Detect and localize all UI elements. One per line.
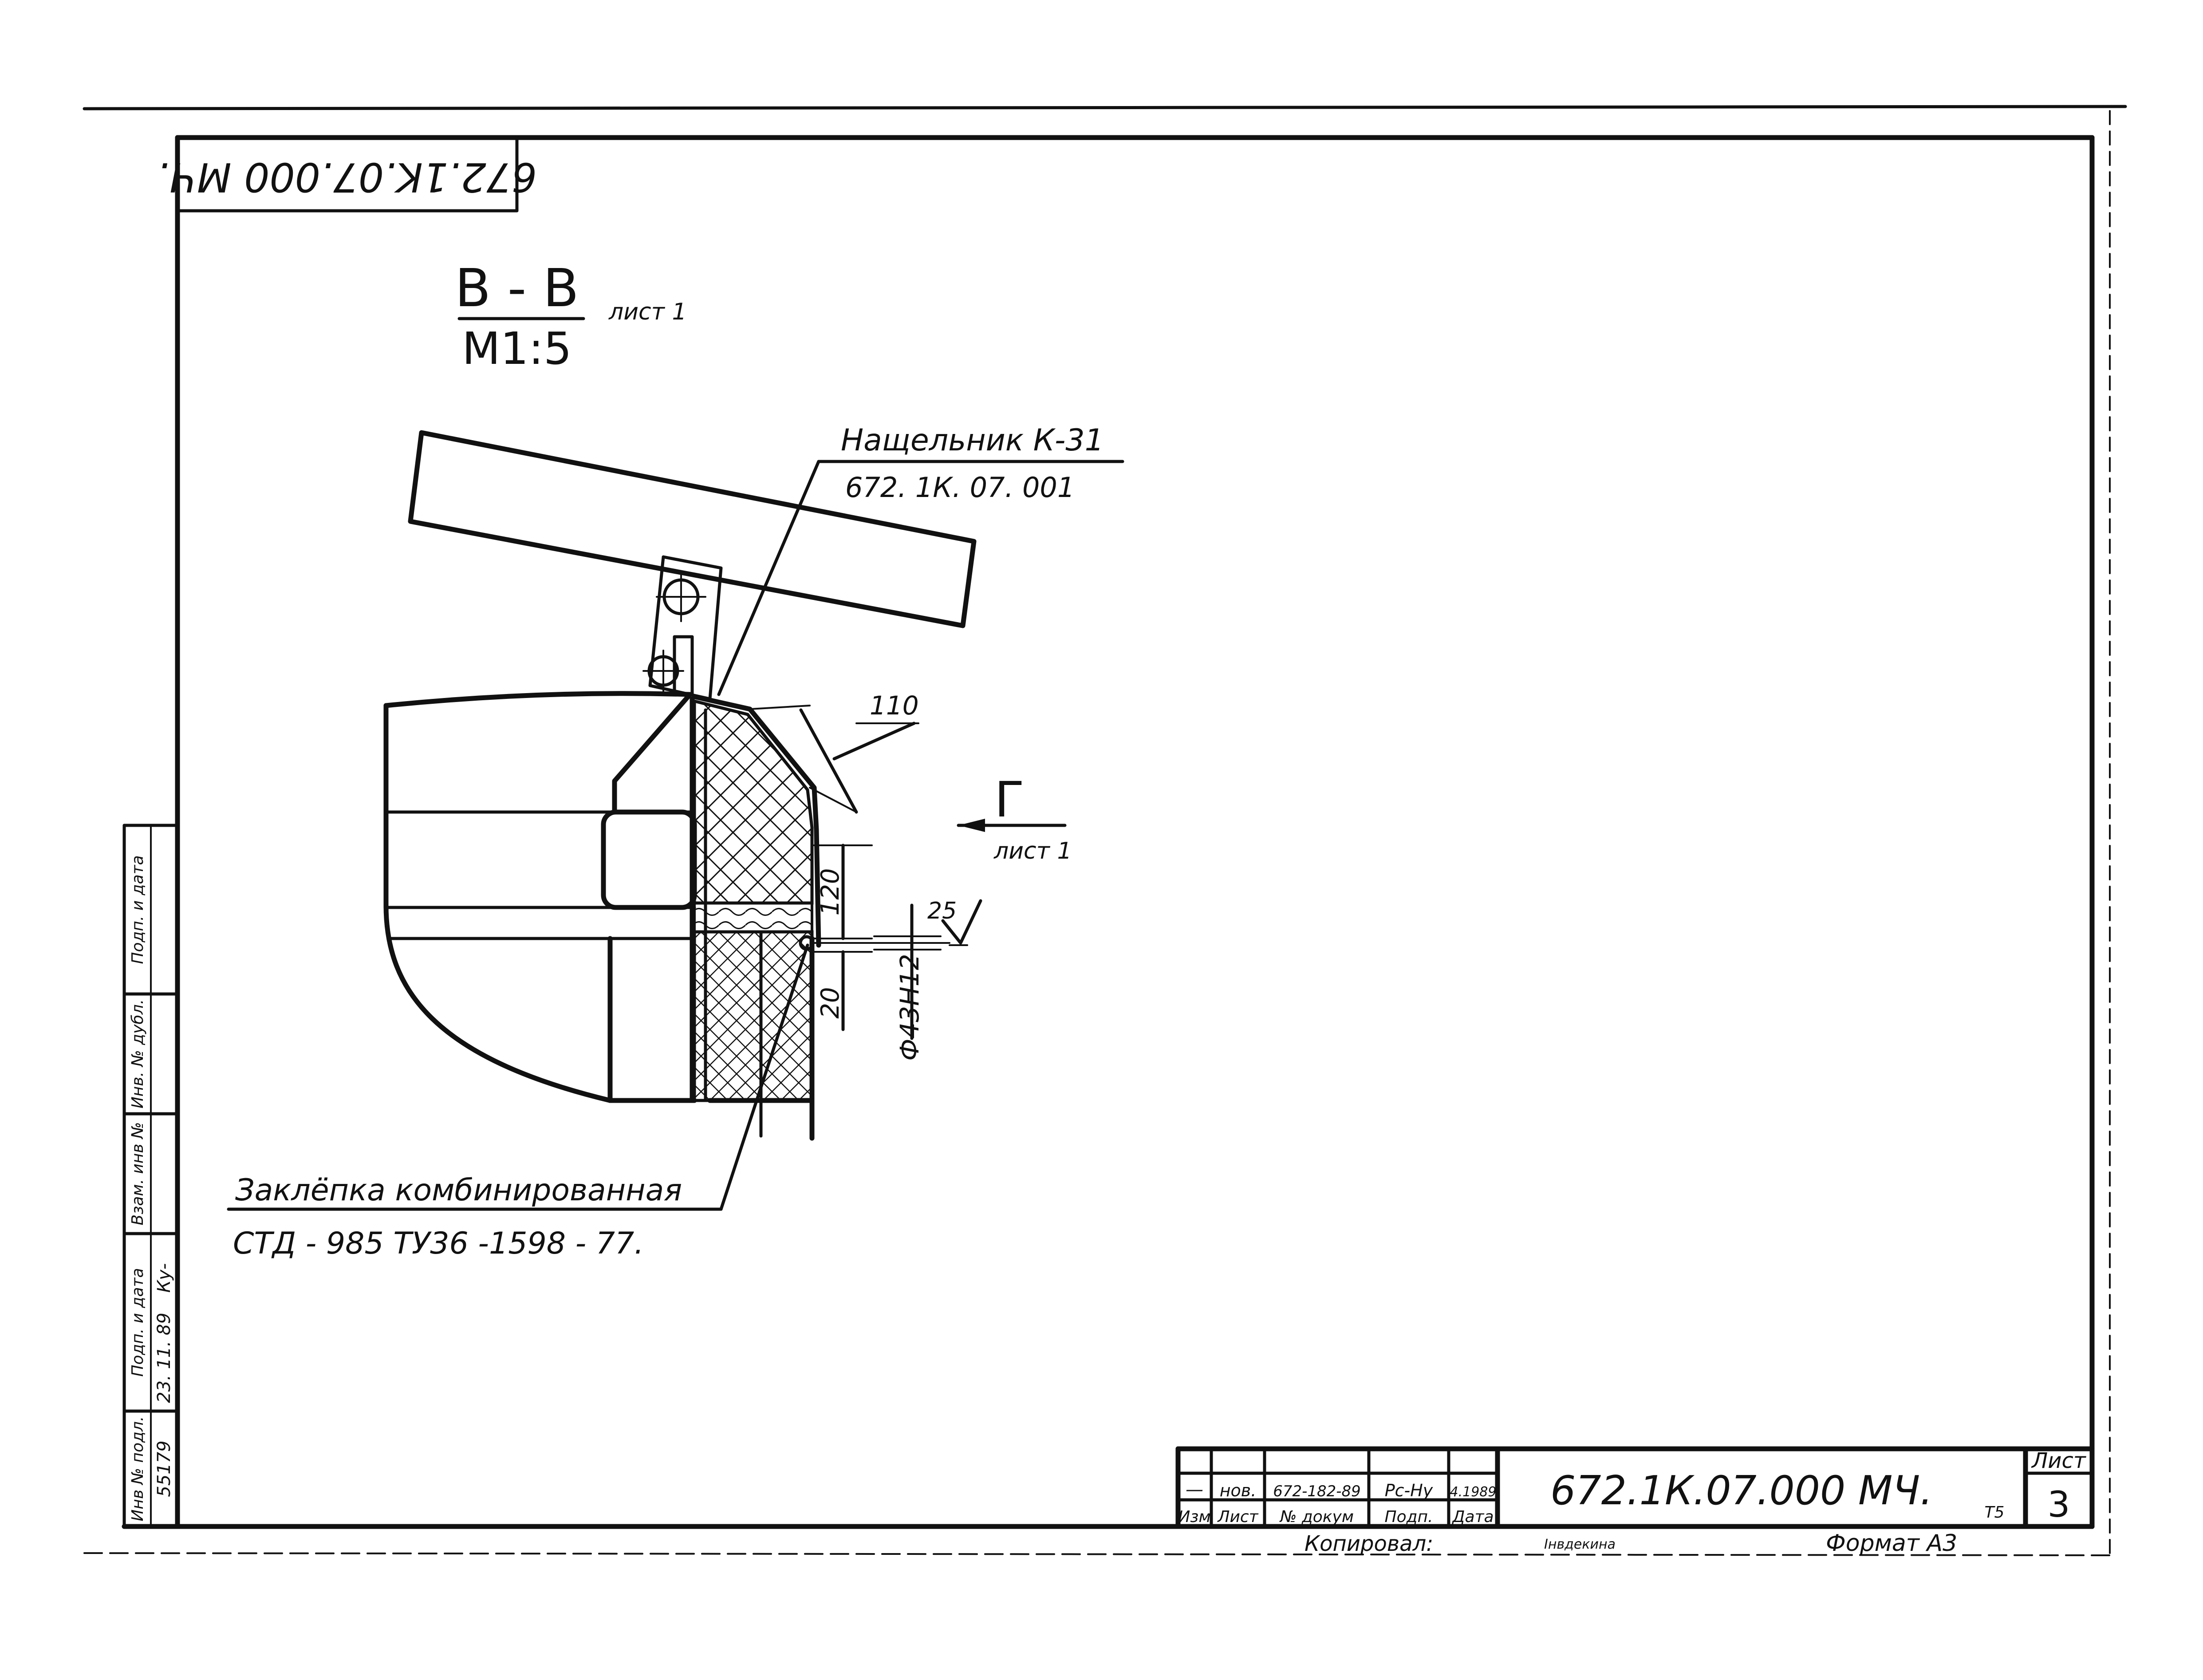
bracket [642, 555, 723, 701]
section-sheet-ref: лист 1 [608, 299, 687, 325]
dim-110: 110 [870, 690, 919, 721]
corner-stamp-code: 672.1K.07.000 МЧ. [157, 154, 537, 200]
rev-doc: 672-182-89 [1273, 1483, 1361, 1500]
callout-top: Нащельник К-31 672. 1К. 07. 001 [717, 423, 1124, 696]
callout-top-code: 672. 1К. 07. 001 [845, 471, 1075, 504]
dim-120: 120 [816, 868, 845, 916]
main-body [383, 691, 697, 1103]
upper-beam [408, 430, 977, 628]
section-scale: М1:5 [462, 323, 571, 375]
rev-sign: Рс-Ну [1385, 1481, 1433, 1500]
strip-value-signature: Ку- [154, 1263, 174, 1293]
title-block-small-mark: Т5 [1985, 1503, 2005, 1522]
strip-header-5: Подп. и дата [129, 855, 147, 964]
rev-date: 4.1989 [1450, 1484, 1497, 1500]
strip-header-1: Инв № подл. [129, 1416, 147, 1522]
view-marker-sheet-ref: лист 1 [993, 838, 1072, 864]
strip-header-3: Взам. инв № [129, 1122, 147, 1226]
callout-bottom-code: СТД - 985 ТУ36 -1598 - 77. [233, 1226, 644, 1261]
title-block-format: Формат А3 [1826, 1530, 1957, 1557]
dim-diameter: Ф43Н12 [895, 954, 925, 1061]
hdr-date: Дата [1451, 1508, 1494, 1526]
strip-header-4: Инв. № дубл. [129, 999, 147, 1108]
dim-20: 20 [816, 987, 845, 1018]
hdr-change: Изм [1178, 1508, 1210, 1526]
title-block-sheet-number: 3 [2048, 1484, 2070, 1525]
strip-header-2: Подп. и дата [129, 1268, 147, 1376]
view-marker: Г лист 1 [957, 771, 1072, 864]
callout-top-name: Нащельник К-31 [841, 423, 1104, 458]
title-block-sheet-label: Лист [2031, 1448, 2087, 1473]
seal-assembly [690, 694, 950, 1141]
title-block-code: 672.1К.07.000 МЧ. [1550, 1467, 1933, 1514]
title-block-copied: Копировал: [1304, 1531, 1433, 1556]
corner-stamp: 672.1K.07.000 МЧ. [157, 136, 537, 213]
hdr-sheet: Лист [1217, 1508, 1258, 1526]
sheet-frame [83, 105, 2127, 1558]
strip-value-inv: 55179 [154, 1440, 174, 1497]
dimensions: 110 120 20 Ф43Н12 25 [749, 690, 982, 1061]
hdr-sign: Подп. [1385, 1508, 1433, 1526]
rev-sheet: нов. [1220, 1481, 1257, 1500]
hdr-doc: № докум [1279, 1508, 1354, 1526]
section-label: В - В М1:5 лист 1 [455, 257, 686, 375]
rev-change: — [1186, 1479, 1203, 1500]
callout-bottom-name: Заклёпка комбинированная [235, 1173, 682, 1208]
strip-value-date: 23. 11. 89 [154, 1313, 174, 1403]
dim-25: 25 [927, 898, 957, 924]
title-block: — нов. 672-182-89 Рс-Ну 4.1989 Изм Лист … [1175, 1446, 2095, 1557]
callout-bottom: Заклёпка комбинированная СТД - 985 ТУ36 … [227, 943, 809, 1261]
title-block-checked: Iнвдекина [1544, 1537, 1616, 1552]
view-marker-letter: Г [994, 771, 1024, 828]
section-letter: В - В [455, 257, 579, 319]
left-strip: Инв № подл. Подп. и дата Взам. инв № Инв… [122, 824, 179, 1528]
